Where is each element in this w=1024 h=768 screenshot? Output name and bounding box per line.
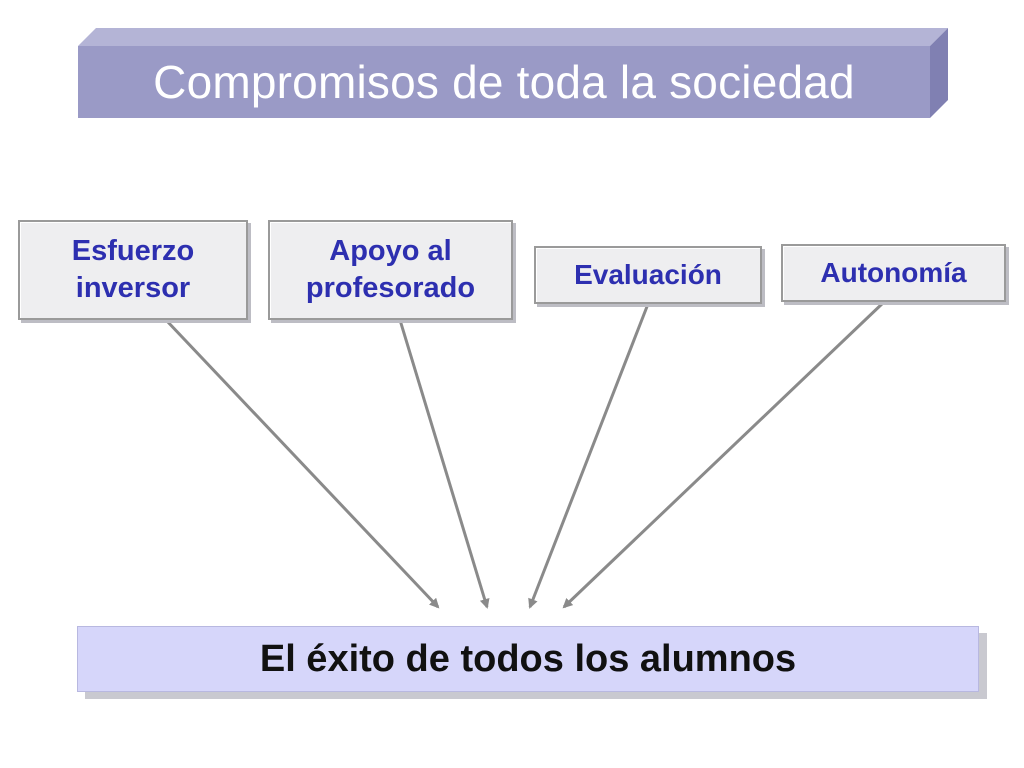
factor-apoyo-profesorado: Apoyo al profesorado xyxy=(268,220,513,320)
factor-esfuerzo-line2: inversor xyxy=(75,272,191,304)
factor-autonomia-label: Autonomía xyxy=(820,257,967,288)
factor-esfuerzo-inversor: Esfuerzo inversor xyxy=(18,220,248,320)
factor-esfuerzo-line1: Esfuerzo xyxy=(71,235,195,267)
factor-autonomia: Autonomía xyxy=(781,244,1006,302)
arrow-esfuerzo xyxy=(164,318,440,609)
factor-apoyo-line2: profesorado xyxy=(305,272,476,304)
title-banner-shape xyxy=(78,28,948,118)
title-banner: Compromisos de toda la sociedad xyxy=(0,0,1024,140)
arrow-evaluacion xyxy=(528,303,650,609)
factor-evaluacion-label: Evaluación xyxy=(574,259,722,290)
arrow-apoyo xyxy=(398,319,490,609)
result-box: El éxito de todos los alumnos xyxy=(77,626,979,692)
result-label: El éxito de todos los alumnos xyxy=(259,637,797,680)
arrow-autonomia xyxy=(562,300,886,609)
page-title: Compromisos de toda la sociedad xyxy=(153,56,855,108)
factor-apoyo-line1: Apoyo al xyxy=(329,235,452,267)
factor-evaluacion: Evaluación xyxy=(534,246,762,304)
